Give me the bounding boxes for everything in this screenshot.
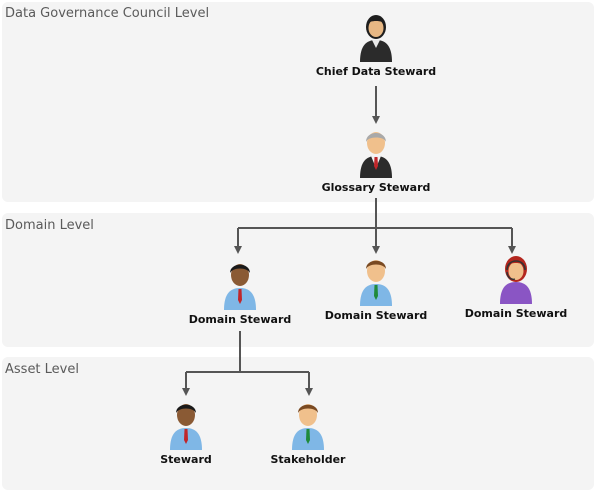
node-label: Stakeholder [270, 453, 346, 466]
node-domain-steward-2[interactable]: Domain Steward [306, 252, 446, 322]
lane-council [2, 2, 594, 202]
node-label: Glossary Steward [321, 181, 431, 194]
node-label: Domain Steward [464, 307, 568, 320]
lane-domain [2, 213, 594, 347]
node-domain-steward-1[interactable]: Domain Steward [170, 256, 310, 326]
node-stakeholder[interactable]: Stakeholder [238, 396, 378, 466]
node-chief-data-steward[interactable]: Chief Data Steward [306, 8, 446, 78]
lane-label-council: Data Governance Council Level [5, 6, 210, 21]
person-green-tie-icon [360, 260, 392, 306]
node-label: Domain Steward [188, 313, 292, 326]
woman-headset-icon [500, 256, 532, 304]
lane-label-asset: Asset Level [5, 362, 79, 377]
node-label: Steward [160, 453, 212, 466]
node-glossary-steward[interactable]: Glossary Steward [306, 124, 446, 194]
person-green-tie-icon [292, 404, 324, 450]
person-red-tie-icon [170, 404, 202, 450]
node-domain-steward-3[interactable]: Domain Steward [446, 250, 586, 320]
node-steward[interactable]: Steward [116, 396, 256, 466]
lane-asset [2, 357, 594, 490]
node-label: Domain Steward [324, 309, 428, 322]
node-label: Chief Data Steward [315, 65, 437, 78]
businesswoman-icon [360, 15, 392, 62]
businessman-gray-hair-icon [360, 132, 392, 178]
person-red-tie-icon [224, 264, 256, 310]
lane-label-domain: Domain Level [5, 218, 94, 233]
